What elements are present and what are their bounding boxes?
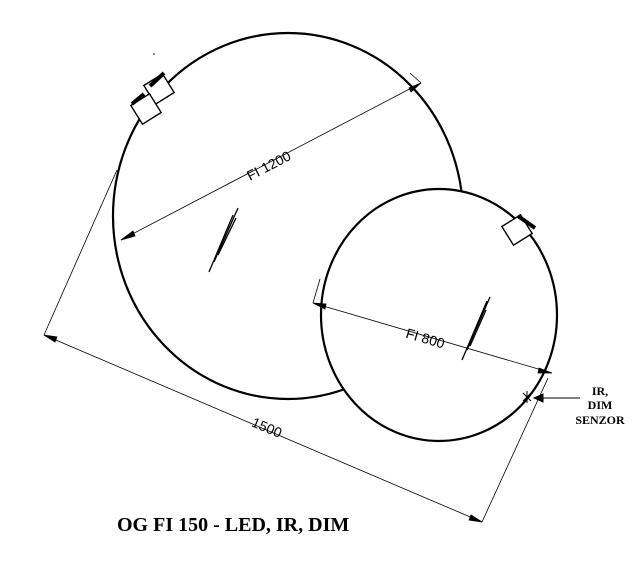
diagram-title: OG FI 150 - LED, IR, DIM	[117, 514, 349, 536]
dimension-fi800	[312, 278, 553, 374]
sensor-label-line3: SENZOR	[575, 413, 625, 427]
dimension-fi1200	[120, 72, 422, 241]
sensor-marker	[522, 391, 580, 403]
small-mirror-outline	[319, 187, 559, 443]
large-mirror-reflection-marks	[208, 207, 239, 273]
dimension-1500	[43, 169, 549, 523]
small-mirror-reflection-marks	[461, 296, 491, 361]
large-mirror-hangers	[129, 71, 176, 126]
fi1200-label: FI 1200	[244, 147, 294, 183]
sensor-label-line1: IR,	[592, 384, 608, 398]
overall-1500-label: 1500	[249, 414, 284, 441]
sensor-label-line2: DIM	[588, 398, 613, 412]
small-mirror-hanger	[500, 213, 537, 247]
